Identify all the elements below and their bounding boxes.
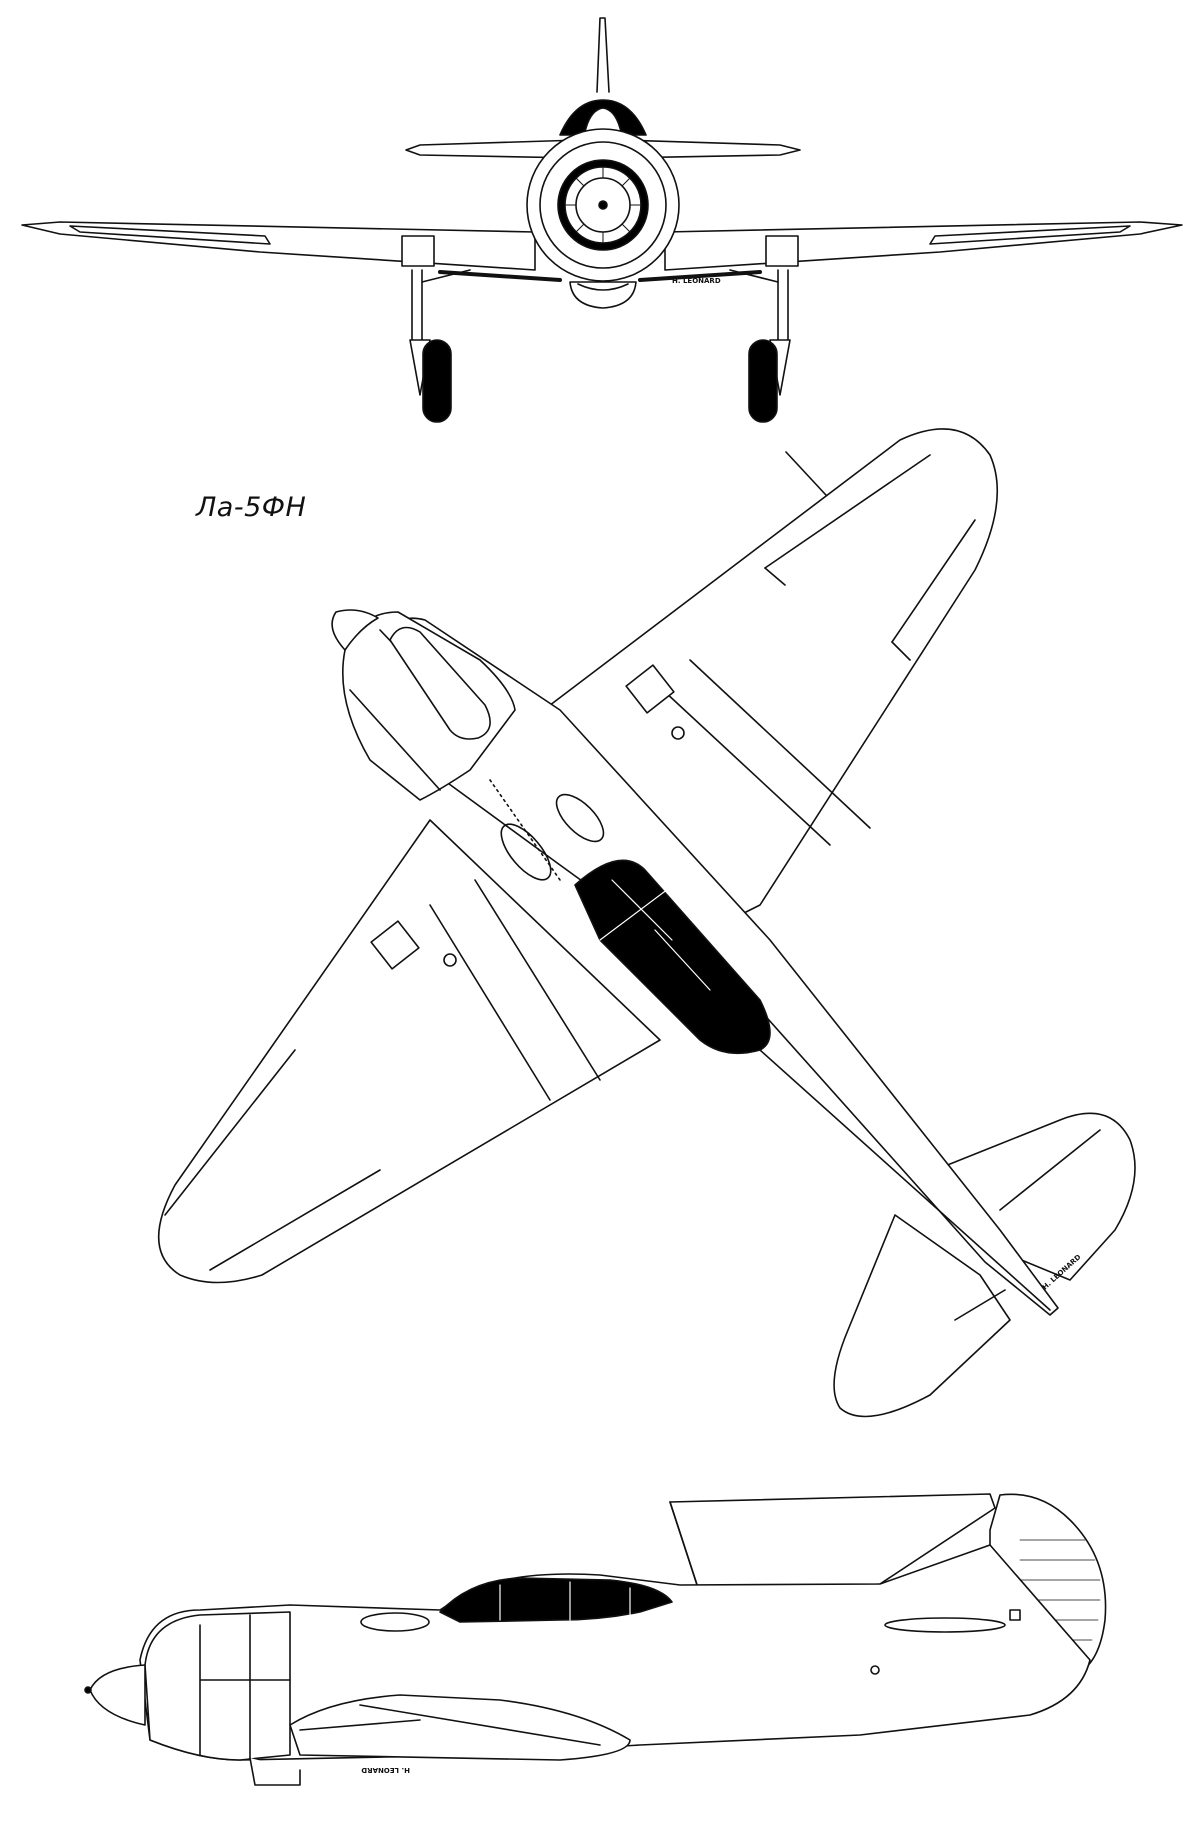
top-canopy (574, 859, 771, 1055)
top-inlet-upper (555, 793, 605, 843)
side-canopy-frames (499, 1581, 631, 1621)
front-gear-plate-left (401, 235, 435, 267)
top-wing-upper (536, 428, 999, 931)
side-cowling-panels (199, 1614, 291, 1759)
top-aileron-lower (164, 1049, 381, 1271)
side-spinner-tip (84, 1686, 92, 1694)
side-inlet (360, 1612, 430, 1632)
top-rivet-line (489, 779, 561, 881)
front-canopy-frame (584, 107, 622, 133)
front-landing-gear-left (409, 269, 471, 423)
front-aileron-right (929, 225, 1131, 245)
top-marker-upper (671, 726, 685, 740)
top-marker-lower (443, 953, 457, 967)
front-wing-root-fairing (438, 270, 762, 282)
front-view: H. LEONARD (21, 17, 1183, 423)
side-wing-root (289, 1694, 631, 1761)
top-flap-upper (649, 659, 871, 846)
top-view: H. LEONARD (157, 428, 1136, 1418)
front-landing-gear-right (729, 269, 791, 423)
top-aileron-upper (764, 454, 976, 643)
front-wing-right (664, 221, 1183, 271)
top-spine (759, 1049, 1051, 1311)
top-cowling-hood (389, 626, 491, 740)
top-spinner (331, 609, 379, 651)
side-signature: H. LEONARD (361, 1766, 410, 1774)
side-canopy (439, 1577, 673, 1623)
front-fin (596, 17, 610, 93)
side-wing-root-lines (299, 1704, 601, 1746)
front-aileron-left (69, 225, 271, 245)
side-tail-plane-section (884, 1617, 1006, 1633)
side-spinner (89, 1664, 146, 1726)
side-view: H. LEONARD (84, 1493, 1107, 1786)
side-rudder-ribs (1019, 1539, 1101, 1661)
top-gear-plate-upper (625, 664, 675, 714)
top-inlet-lower (500, 823, 552, 881)
top-stabiliser-lower (833, 1214, 1011, 1418)
top-aileron-upper-ends (764, 567, 911, 661)
front-spinner-hub (598, 200, 608, 210)
front-oil-cooler (569, 281, 637, 309)
side-gear (249, 1757, 301, 1786)
front-signature: H. LEONARD (672, 277, 721, 285)
front-intake-lip (577, 283, 629, 291)
top-gear-plate-lower (370, 920, 420, 970)
side-canopy-panel-edge (669, 1501, 701, 1595)
top-flap-lower (429, 879, 601, 1101)
front-gear-plate-right (765, 235, 799, 267)
side-marker (870, 1665, 880, 1675)
top-elevator-lines (954, 1129, 1101, 1321)
top-wing-lower (157, 819, 661, 1284)
top-cowling (342, 611, 516, 801)
side-cowling (144, 1611, 291, 1761)
side-tail-plate (1009, 1609, 1021, 1621)
aircraft-title: Ла-5ФН (196, 492, 307, 523)
front-wing-left (21, 221, 536, 271)
top-canopy-frames (599, 879, 711, 991)
